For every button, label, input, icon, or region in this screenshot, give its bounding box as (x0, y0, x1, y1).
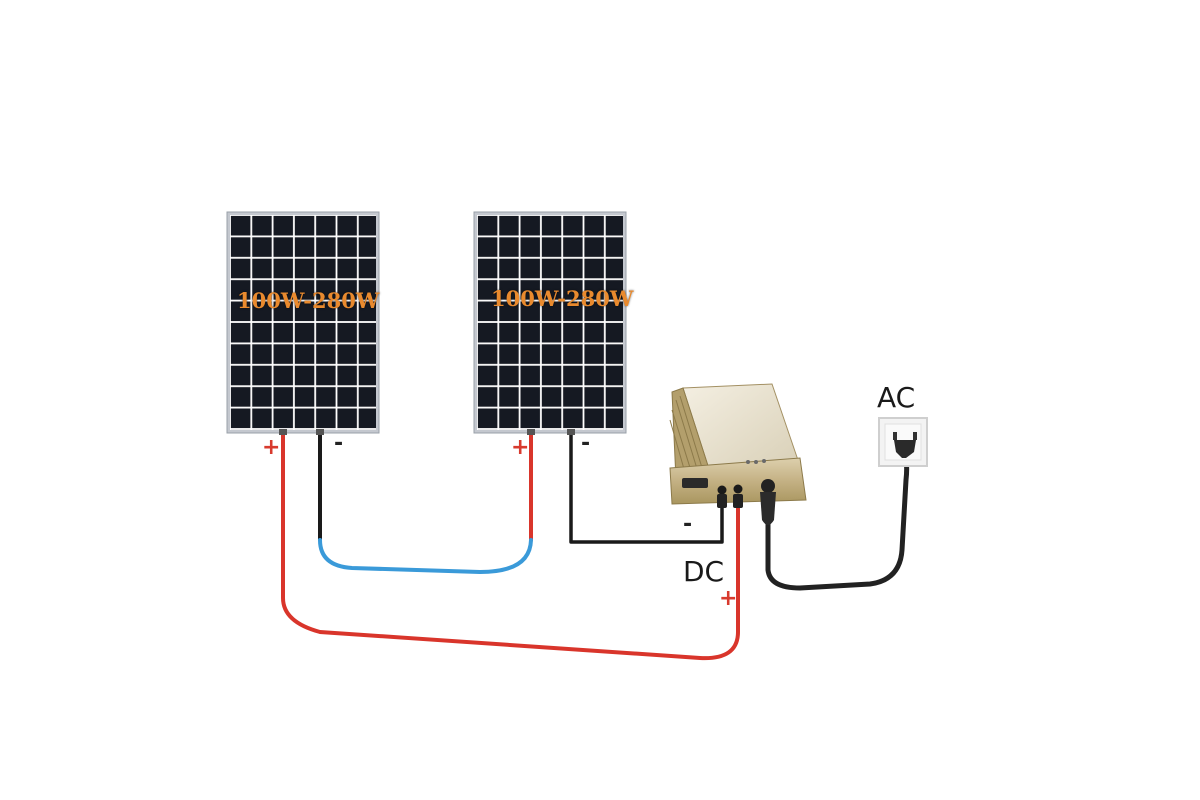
panel1-negative-sign: - (334, 431, 344, 456)
ac-label: AC (877, 381, 916, 414)
wire-panel2-negative (569, 430, 724, 544)
panel2-positive-sign: + (511, 435, 530, 460)
grid-tie-inverter (669, 383, 807, 525)
inverter-dc-positive-sign: + (719, 586, 738, 611)
wire-panel1-positive (281, 430, 740, 661)
inverter-dc-negative-sign: - (683, 512, 693, 537)
ac-wall-outlet (878, 417, 928, 467)
solar-panel-2 (473, 211, 627, 435)
solar-panel-1 (226, 211, 380, 435)
panel1-rating-label: 100W-280W (237, 288, 380, 313)
dc-label: DC (683, 555, 725, 588)
panel2-rating-label: 100W-280W (491, 286, 634, 311)
wire-series-link (318, 538, 533, 575)
panel2-negative-sign: - (581, 431, 591, 456)
panel1-positive-sign: + (262, 435, 281, 460)
